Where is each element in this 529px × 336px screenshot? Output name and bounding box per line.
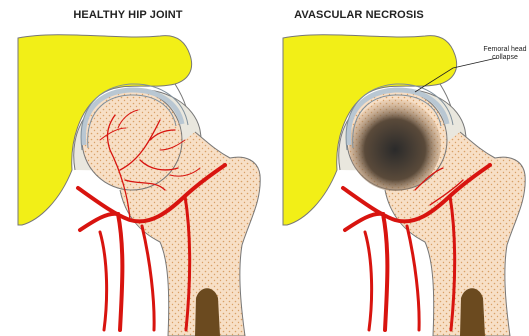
marrow-cavity bbox=[195, 288, 220, 336]
callout-line-2: collapse bbox=[470, 54, 529, 62]
femoral-head-collapse-label: Femoral head collapse bbox=[470, 46, 529, 62]
necrosis-hip-panel: AVASCULAR NECROSIS Femoral head collapse bbox=[265, 0, 529, 336]
panel-title-necrosis: AVASCULAR NECROSIS bbox=[265, 9, 491, 21]
panel-title-healthy: HEALTHY HIP JOINT bbox=[0, 9, 260, 21]
marrow-cavity bbox=[460, 288, 485, 336]
healthy-hip-panel: HEALTHY HIP JOINT bbox=[0, 0, 264, 336]
healthy-hip-illustration bbox=[0, 0, 264, 336]
necrotic-area bbox=[349, 99, 441, 191]
callout-line-1: Femoral head bbox=[470, 46, 529, 54]
